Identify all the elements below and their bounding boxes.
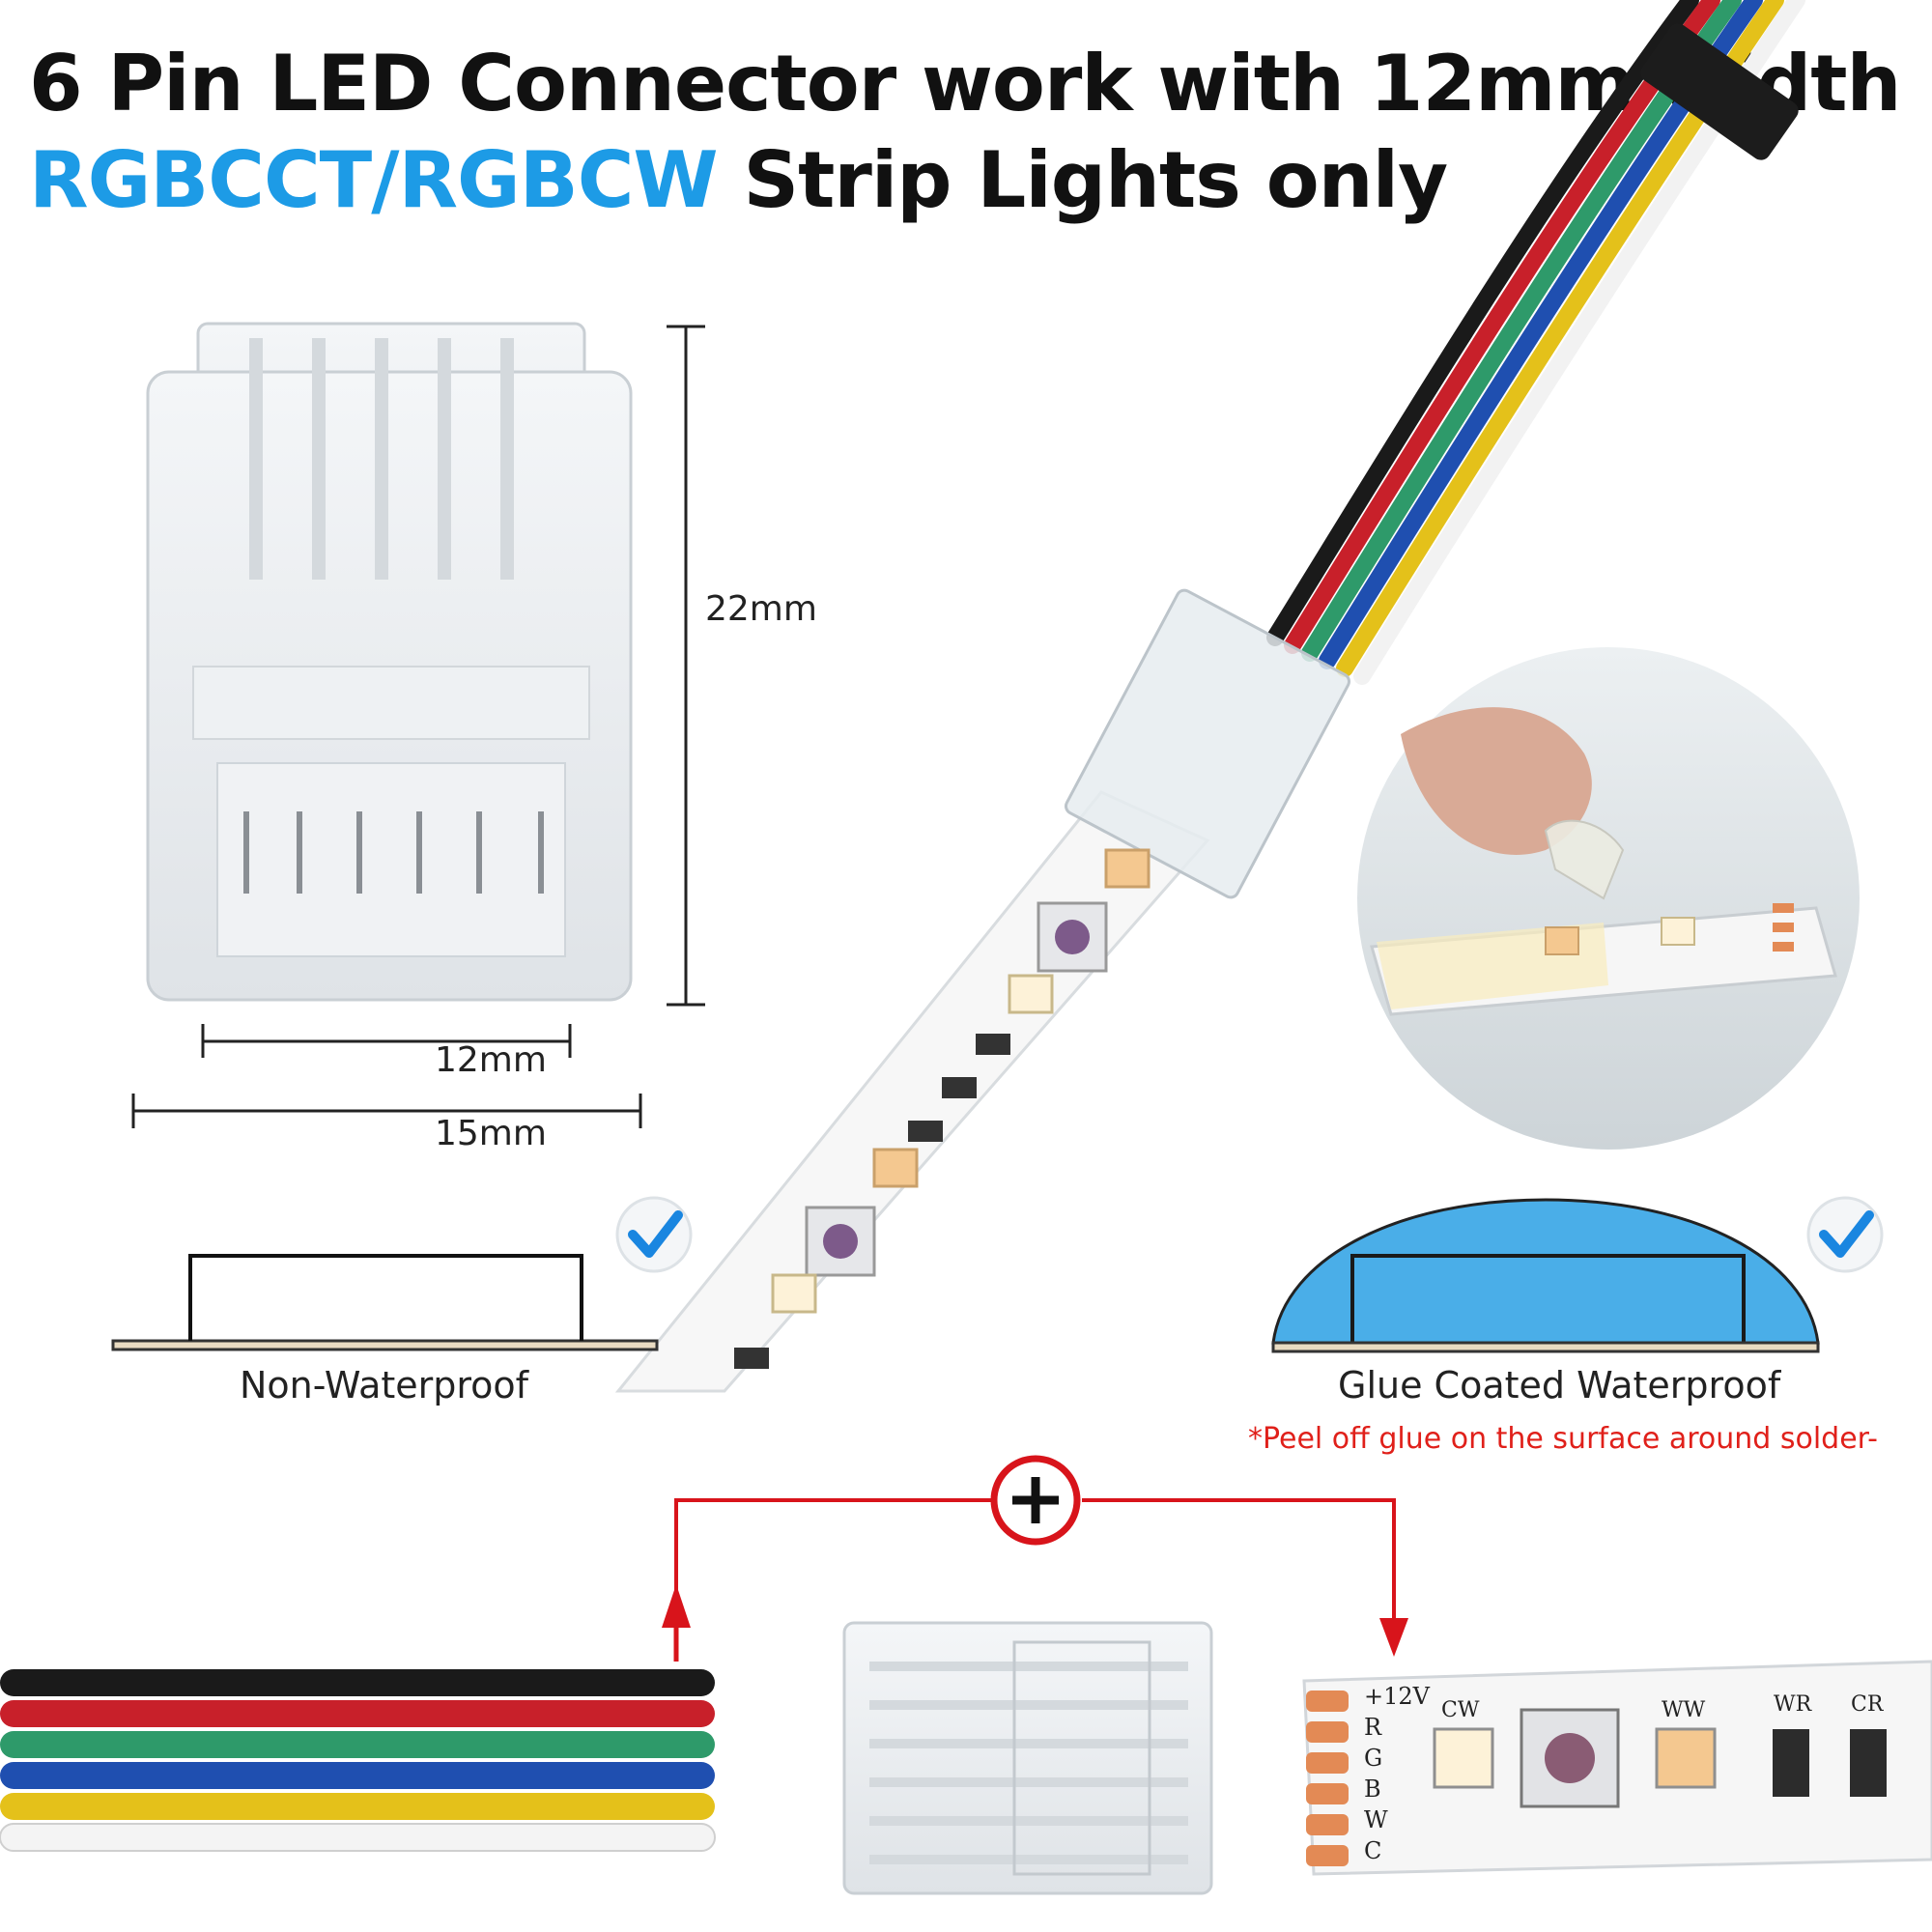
pad-label: B [1364, 1776, 1381, 1803]
assembly-lines [674, 1498, 1396, 1633]
check-icon [1806, 1196, 1884, 1273]
connector-top-view [146, 322, 633, 1002]
pad-label: G [1364, 1745, 1383, 1772]
height-dimension-label: 22mm [705, 589, 817, 629]
led-label-wr: WR [1774, 1692, 1812, 1717]
non-waterproof-caption: Non-Waterproof [240, 1364, 529, 1406]
wire-ribbon [0, 1669, 716, 1852]
waterproof-caption: Glue Coated Waterproof [1338, 1364, 1781, 1406]
page-title: 6 Pin LED Connector work with 12mm width [29, 39, 1901, 128]
led-strip-diagonal [614, 588, 1351, 1393]
led-strip-bottom [1302, 1660, 1932, 1876]
title-rest-text: Strip Lights only [717, 135, 1449, 225]
waterproof-note: *Peel off glue on the surface around sol… [1248, 1422, 1878, 1456]
connector-side-view [842, 1621, 1213, 1895]
dimension-lines [131, 325, 705, 1128]
pad-label-list: +12V R G B W C [1364, 1681, 1430, 1866]
outer-width-dimension-label: 15mm [435, 1114, 547, 1153]
plus-icon [990, 1455, 1081, 1546]
wire-bundle-top [1266, 0, 1805, 685]
title-accent-text: RGBCCT/RGBCW [29, 135, 719, 225]
arrow-up-icon [662, 1584, 691, 1662]
pad-label: R [1364, 1714, 1382, 1741]
non-waterproof-diagram [111, 1254, 659, 1351]
arrow-down-icon [1379, 1618, 1408, 1657]
check-icon [615, 1196, 693, 1273]
led-label-cw: CW [1441, 1698, 1480, 1722]
inner-width-dimension-label: 12mm [435, 1040, 547, 1080]
page-subtitle: RGBCCT/RGBCW Strip Lights only [29, 135, 1449, 225]
led-label-cr: CR [1851, 1692, 1884, 1717]
pad-label: W [1364, 1806, 1388, 1833]
glue-peel-photo [1357, 647, 1860, 1150]
solder-pads [1306, 1690, 1349, 1866]
pad-label: +12V [1364, 1683, 1430, 1710]
pad-label: C [1364, 1837, 1382, 1864]
waterproof-diagram [1271, 1198, 1820, 1353]
led-label-ww: WW [1662, 1698, 1706, 1722]
